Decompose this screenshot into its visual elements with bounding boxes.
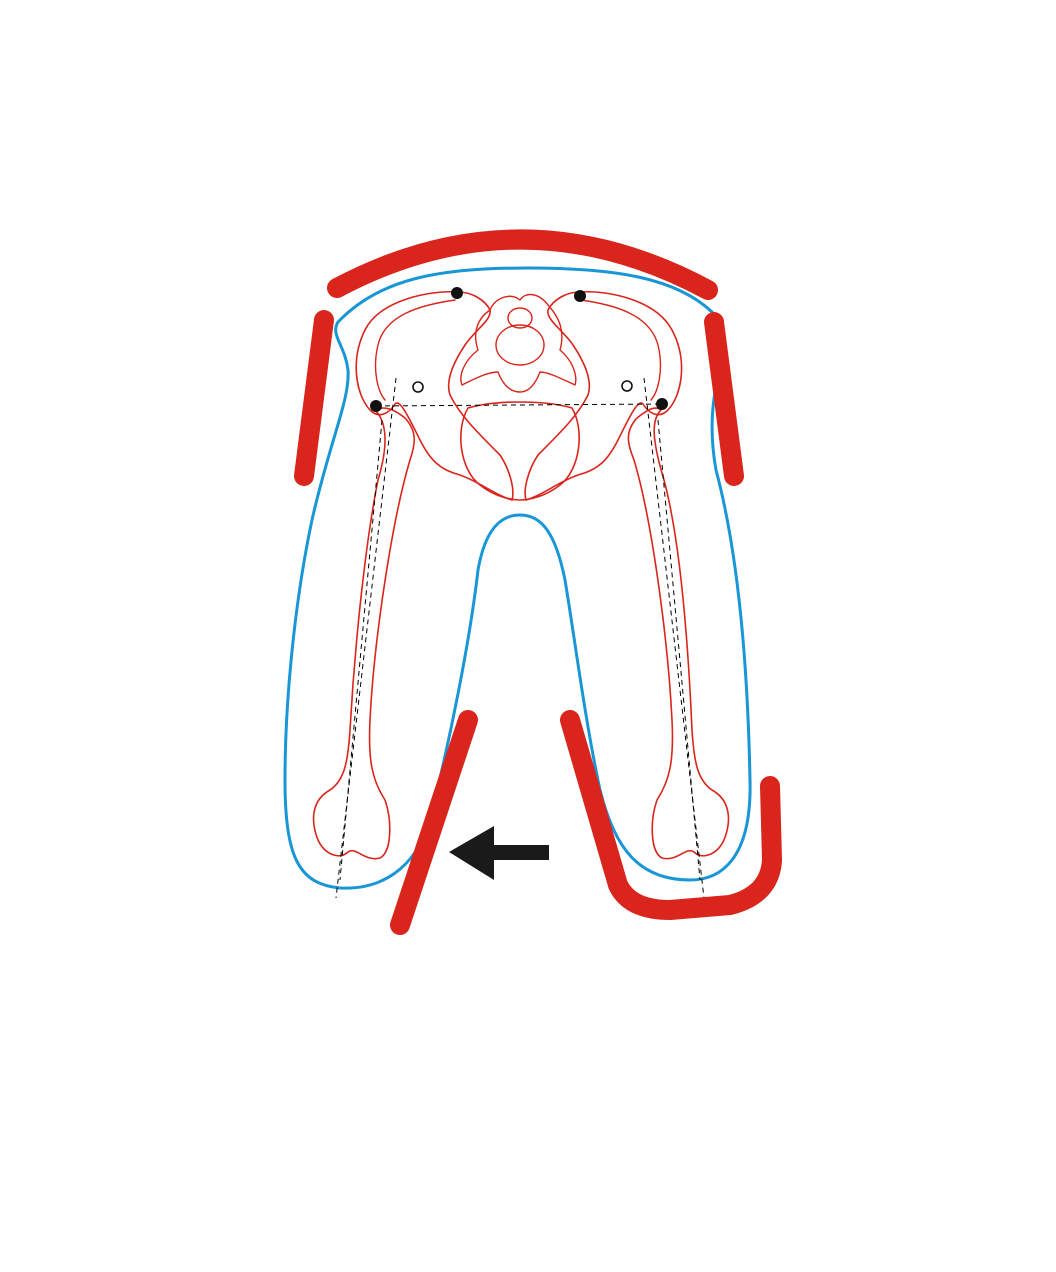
arrow-shaft [486,845,549,860]
vertebral-body [495,324,545,366]
marker-right-hip [656,398,668,410]
sacrum [460,293,577,393]
pelvis-left-wing [355,290,514,501]
right-leg-pad [560,710,782,920]
left-femoral-axis-inner [339,419,383,881]
pelvis-right-inner [580,299,662,401]
spinal-canal [507,307,533,329]
right-femoral-axis [643,377,705,899]
top-pad [327,229,718,300]
marker-left-hip [370,400,382,412]
marker-right-top [574,290,586,302]
left-femoral-axis [335,377,397,899]
left-femur [312,407,416,860]
arrow-left-icon [449,826,549,880]
right-hip-pad [704,312,744,486]
right-femur [627,407,730,860]
arrow-head [449,826,494,880]
pelvis-right-wing [524,290,683,501]
pelvis-left-inner [374,299,456,401]
pelvic-inlet [460,401,580,501]
left-hip-pad [294,310,334,486]
marker-left-top [451,287,463,299]
right-femoral-axis-inner [657,419,701,881]
left-knee-pad [390,710,478,935]
inter-acetabular-line [375,403,663,407]
marker-right-open [621,380,633,392]
marker-left-open [412,381,424,393]
